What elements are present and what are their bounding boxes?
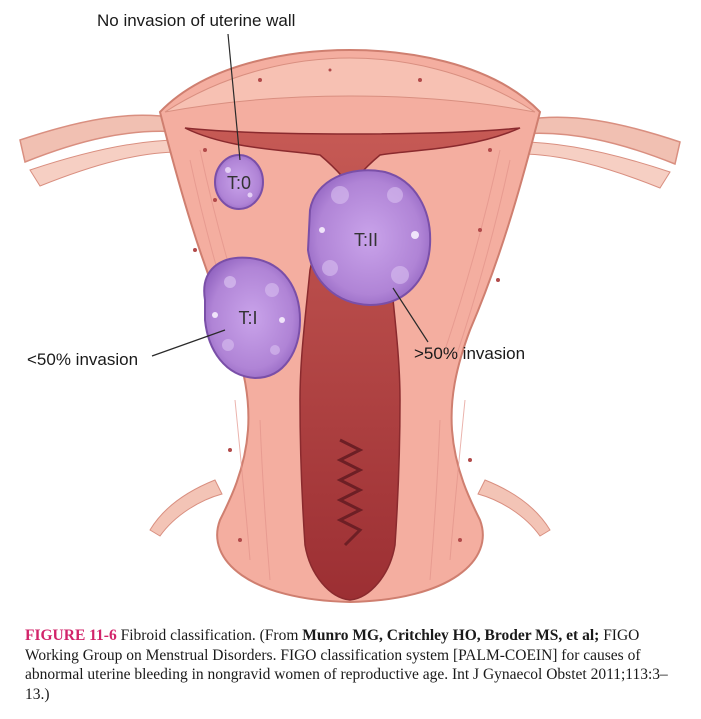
more-than-50-invasion-label: >50% invasion bbox=[414, 344, 525, 363]
t1-label: T:I bbox=[238, 308, 257, 328]
ligaments bbox=[149, 479, 551, 537]
t0-label: T:0 bbox=[227, 173, 251, 193]
leader-lines bbox=[151, 33, 429, 357]
figure-caption: FIGURE 11-6 Fibroid classification. (Fro… bbox=[25, 626, 690, 704]
fibroid-t0: T:0 bbox=[214, 154, 264, 210]
figure-number: FIGURE 11-6 bbox=[25, 627, 117, 644]
fibroid-t2: T:II bbox=[306, 169, 432, 307]
fibroid-t1: T:I bbox=[203, 256, 302, 380]
uterus-fibroid-diagram: T:0 T:I T:II No invasion of uterine wall… bbox=[19, 11, 681, 604]
vessel-dots bbox=[193, 68, 500, 542]
myometrium-striations bbox=[189, 149, 511, 581]
caption-text-2: FIGO Working Group on Menstrual Disorder… bbox=[25, 627, 668, 703]
caption-text-1: Fibroid classification. (From bbox=[116, 627, 303, 644]
t2-label: T:II bbox=[354, 230, 378, 250]
cervical-canal bbox=[336, 438, 364, 547]
caption-authors: Munro MG, Critchley HO, Broder MS, et al… bbox=[302, 627, 600, 644]
no-invasion-label: No invasion of uterine wall bbox=[97, 11, 295, 30]
uterus-fundus bbox=[164, 57, 536, 113]
fallopian-tubes bbox=[19, 114, 681, 189]
less-than-50-invasion-label: <50% invasion bbox=[27, 350, 138, 369]
